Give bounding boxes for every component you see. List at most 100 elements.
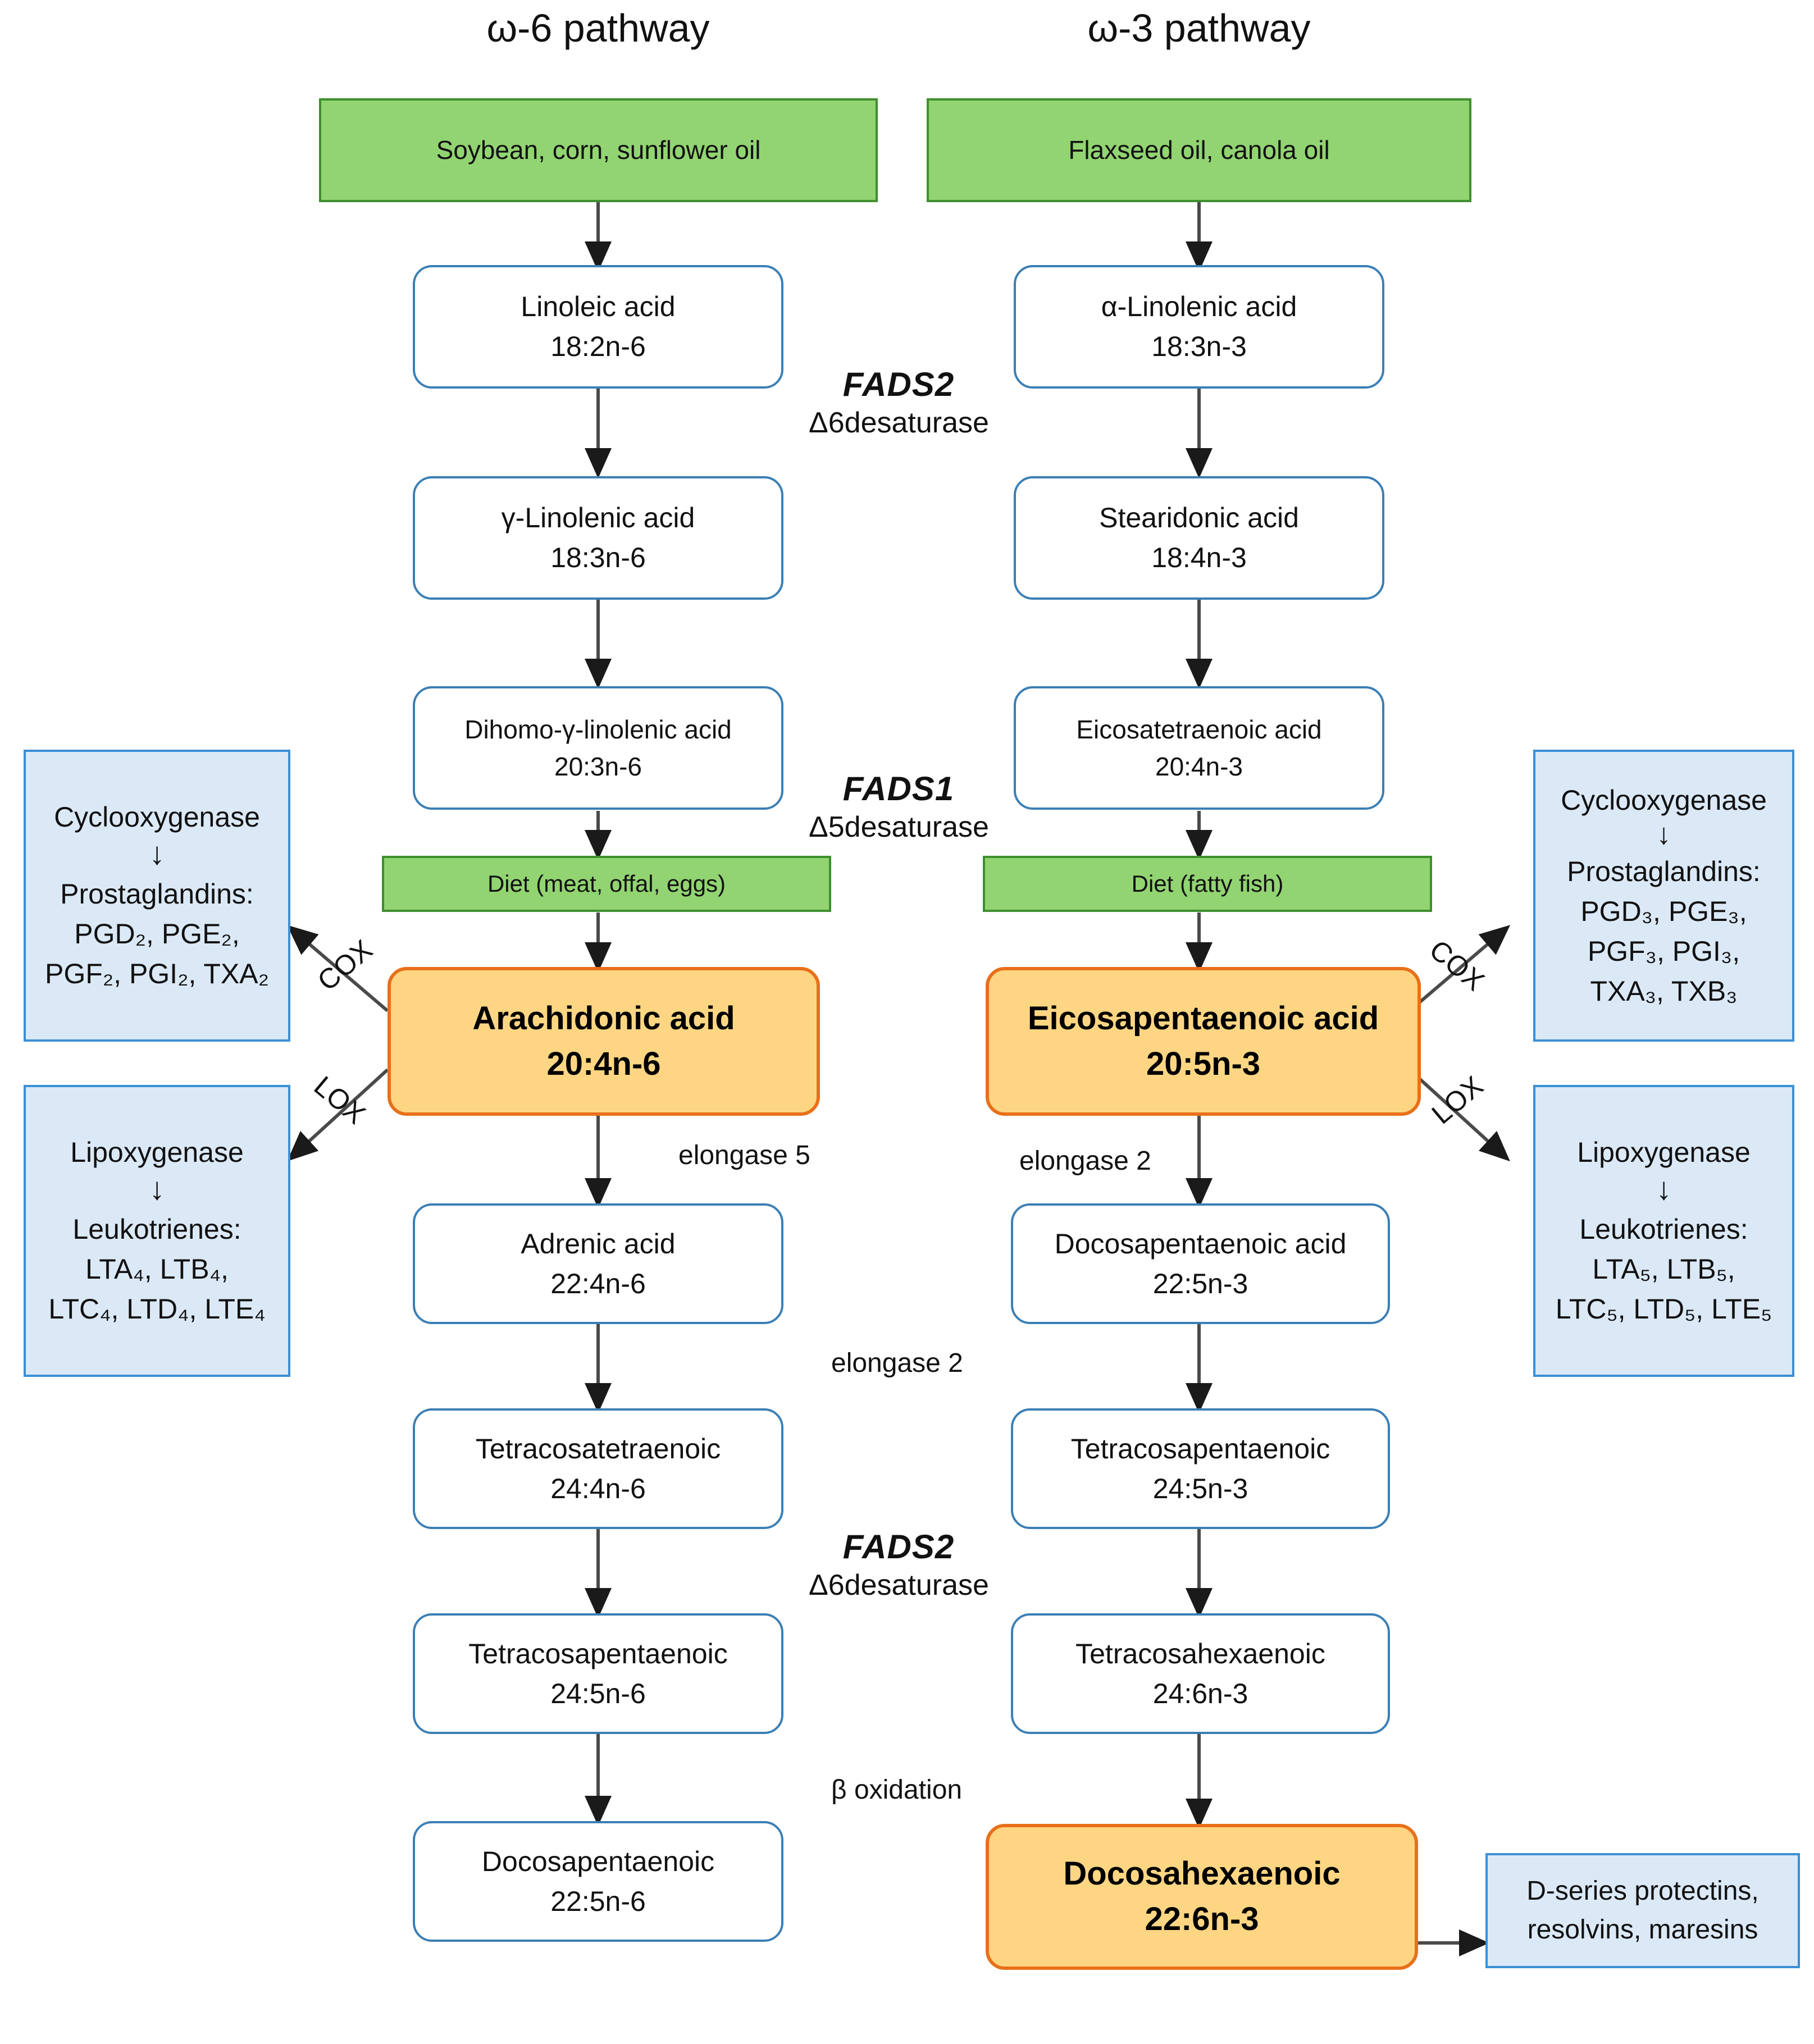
node-adrenic-acid[interactable]: Adrenic acid 22:4n-6	[413, 1203, 783, 1324]
node-code: 22:4n-6	[550, 1267, 646, 1299]
metabolite-line: LTC₄, LTD₄, LTE₄	[48, 1293, 266, 1325]
node-tetracosapentaenoic-n6[interactable]: Tetracosapentaenoic 24:5n-6	[413, 1613, 783, 1734]
node-docosapentaenoic-n6[interactable]: Docosapentaenoic 22:5n-6	[413, 1821, 783, 1942]
node-code: 20:4n-6	[546, 1045, 661, 1082]
enzyme-label: Lipoxygenase	[70, 1137, 244, 1168]
class-label: Leukotrienes:	[72, 1213, 241, 1245]
class-label: Leukotrienes:	[1579, 1213, 1748, 1245]
desaturase-name: Δ6desaturase	[809, 407, 989, 439]
diet-box-omega3[interactable]: Diet (fatty fish)	[983, 856, 1432, 912]
node-code: 20:3n-6	[554, 752, 642, 781]
node-name: Tetracosatetraenoic	[475, 1432, 721, 1464]
metabolite-line: TXA₃, TXB₃	[1590, 975, 1738, 1007]
metabolite-line: PGD₃, PGE₃,	[1580, 895, 1747, 927]
eicosanoid-box-right-cox[interactable]: Cyclooxygenase ↓ Prostaglandins: PGD₃, P…	[1533, 750, 1794, 1042]
node-eicosapentaenoic-acid[interactable]: Eicosapentaenoic acid 20:5n-3	[986, 967, 1421, 1116]
enzyme-label-elongase5: elongase 5	[678, 1140, 810, 1170]
node-code: 24:5n-6	[550, 1677, 646, 1709]
node-code: 18:4n-3	[1151, 542, 1247, 573]
node-code: 18:2n-6	[550, 331, 646, 362]
node-name: Linoleic acid	[521, 291, 676, 322]
class-label: Prostaglandins:	[1567, 855, 1761, 887]
enzyme-label-fads2-top: FADS2 Δ6desaturase	[809, 365, 989, 440]
node-name: Docosapentaenoic	[481, 1845, 715, 1877]
enzyme-label-lox-right: LOX	[1425, 1070, 1489, 1130]
node-name: Arachidonic acid	[472, 1000, 735, 1037]
dha-product-line-2: resolvins, maresins	[1527, 1914, 1758, 1945]
node-name: Tetracosahexaenoic	[1075, 1637, 1325, 1669]
source-box-omega3[interactable]: Flaxseed oil, canola oil	[927, 98, 1471, 202]
metabolite-line: PGD₂, PGE₂,	[74, 918, 240, 950]
diet-label-omega6: Diet (meat, offal, eggs)	[487, 870, 726, 897]
down-arrow-icon: ↓	[149, 836, 165, 871]
gene-name: FADS2	[842, 1528, 955, 1566]
node-eicosatetraenoic-acid[interactable]: Eicosatetraenoic acid 20:4n-3	[1014, 686, 1384, 810]
node-docosahexaenoic-acid[interactable]: Docosahexaenoic 22:6n-3	[986, 1824, 1418, 1970]
node-code: 24:5n-3	[1152, 1472, 1248, 1504]
gene-name: FADS1	[842, 770, 955, 807]
enzyme-label-fads1: FADS1 Δ5desaturase	[809, 769, 989, 844]
source-label-omega3: Flaxseed oil, canola oil	[1068, 135, 1330, 165]
enzyme-label: Cyclooxygenase	[1561, 784, 1767, 816]
node-tetracosatetraenoic[interactable]: Tetracosatetraenoic 24:4n-6	[413, 1408, 783, 1529]
down-arrow-icon: ↓	[149, 1171, 165, 1206]
node-name: Eicosatetraenoic acid	[1076, 714, 1322, 744]
enzyme-label-cox-right: COX	[1423, 933, 1491, 997]
node-name: Adrenic acid	[521, 1228, 676, 1260]
node-name: Tetracosapentaenoic	[468, 1637, 728, 1669]
node-tetracosahexaenoic[interactable]: Tetracosahexaenoic 24:6n-3	[1011, 1613, 1390, 1734]
node-dihomo-gamma-linolenic-acid[interactable]: Dihomo-γ-linolenic acid 20:3n-6	[413, 686, 783, 810]
dha-products-box[interactable]: D-series protectins, resolvins, maresins	[1485, 1853, 1800, 1968]
eicosanoid-box-right-lox[interactable]: Lipoxygenase ↓ Leukotrienes: LTA₅, LTB₅,…	[1533, 1085, 1794, 1377]
node-name: Dihomo-γ-linolenic acid	[464, 714, 732, 744]
node-name: Docosapentaenoic acid	[1054, 1228, 1347, 1260]
metabolite-line: PGF₃, PGI₃,	[1587, 935, 1740, 967]
node-code: 22:6n-3	[1145, 1901, 1259, 1937]
enzyme-label-elongase2-right: elongase 2	[1019, 1146, 1151, 1176]
node-alpha-linolenic-acid[interactable]: α-Linolenic acid 18:3n-3	[1014, 265, 1384, 389]
node-docosapentaenoic-acid-n3[interactable]: Docosapentaenoic acid 22:5n-3	[1011, 1203, 1390, 1324]
page-title-omega6: ω-6 pathway	[486, 6, 710, 50]
metabolite-line: LTA₄, LTB₄,	[85, 1253, 229, 1285]
enzyme-label-beta-oxidation: β oxidation	[831, 1775, 963, 1805]
enzyme-label: Lipoxygenase	[1577, 1137, 1751, 1168]
node-code: 18:3n-3	[1151, 331, 1247, 362]
node-name: Stearidonic acid	[1099, 502, 1299, 533]
node-code: 18:3n-6	[550, 542, 646, 573]
eicosanoid-box-left-cox[interactable]: Cyclooxygenase ↓ Prostaglandins: PGD₂, P…	[24, 750, 290, 1042]
source-box-omega6[interactable]: Soybean, corn, sunflower oil	[319, 98, 878, 202]
page-title-omega3: ω-3 pathway	[1087, 6, 1311, 50]
node-stearidonic-acid[interactable]: Stearidonic acid 18:4n-3	[1014, 476, 1384, 600]
node-name: γ-Linolenic acid	[501, 502, 695, 533]
node-code: 24:6n-3	[1152, 1677, 1248, 1709]
node-code: 24:4n-6	[550, 1472, 646, 1504]
node-name: Docosahexaenoic	[1063, 1855, 1341, 1892]
desaturase-name: Δ5desaturase	[809, 811, 989, 843]
metabolite-line: PGF₂, PGI₂, TXA₂	[44, 958, 270, 989]
diet-box-omega6[interactable]: Diet (meat, offal, eggs)	[382, 856, 831, 912]
node-name: Eicosapentaenoic acid	[1027, 1000, 1379, 1037]
desaturase-name: Δ6desaturase	[809, 1569, 989, 1602]
metabolite-line: LTC₅, LTD₅, LTE₅	[1555, 1293, 1772, 1325]
node-linoleic-acid[interactable]: Linoleic acid 18:2n-6	[413, 265, 783, 389]
node-tetracosapentaenoic-n3[interactable]: Tetracosapentaenoic 24:5n-3	[1011, 1408, 1390, 1529]
enzyme-label: Cyclooxygenase	[54, 801, 260, 833]
enzyme-label-elongase2-left: elongase 2	[831, 1348, 963, 1378]
node-name: α-Linolenic acid	[1101, 291, 1297, 322]
source-label-omega6: Soybean, corn, sunflower oil	[436, 135, 761, 165]
node-code: 22:5n-3	[1152, 1267, 1248, 1299]
node-code: 20:5n-3	[1146, 1045, 1261, 1082]
enzyme-label-lox-left: LOX	[308, 1070, 372, 1130]
enzyme-label-cox-left: COX	[311, 933, 379, 997]
eicosanoid-box-left-lox[interactable]: Lipoxygenase ↓ Leukotrienes: LTA₄, LTB₄,…	[24, 1085, 290, 1377]
node-code: 22:5n-6	[550, 1885, 646, 1917]
down-arrow-icon: ↓	[1656, 1171, 1672, 1206]
gene-name: FADS2	[842, 366, 955, 403]
enzyme-label-fads2-bottom: FADS2 Δ6desaturase	[809, 1527, 989, 1602]
node-arachidonic-acid[interactable]: Arachidonic acid 20:4n-6	[388, 967, 820, 1116]
node-code: 20:4n-3	[1155, 752, 1243, 781]
dha-product-line-1: D-series protectins,	[1526, 1876, 1759, 1906]
node-gamma-linolenic-acid[interactable]: γ-Linolenic acid 18:3n-6	[413, 476, 783, 600]
metabolite-line: LTA₅, LTB₅,	[1592, 1253, 1735, 1285]
